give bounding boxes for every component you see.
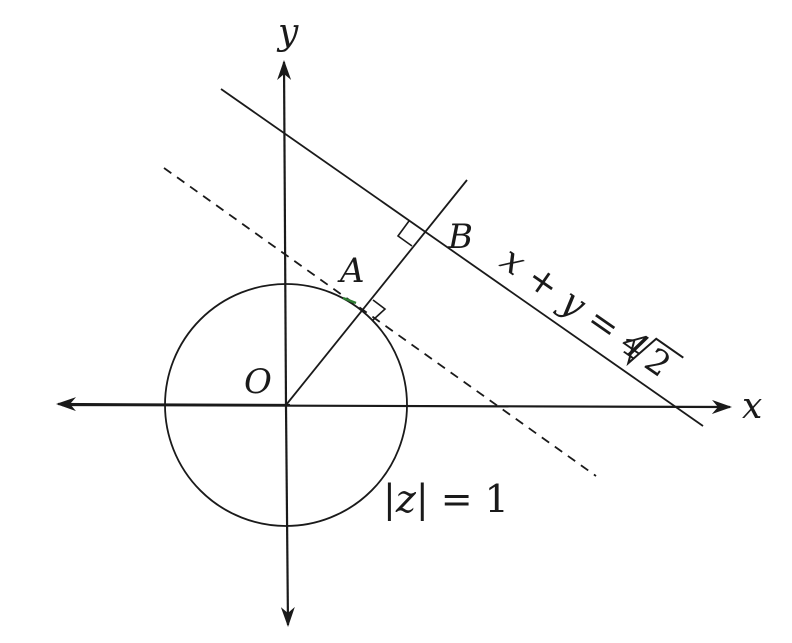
- y-axis: [277, 60, 292, 407]
- unit-circle: [164, 283, 408, 527]
- y-axis-label: y: [276, 12, 299, 53]
- circle-equation-variable: z: [395, 477, 417, 521]
- x-axis-negative-arrow: [56, 397, 291, 412]
- circle-equation-rest: = 1: [429, 477, 509, 521]
- line-x-plus-y: [220, 88, 704, 427]
- right-angle-mark-b: [396, 220, 413, 247]
- x-axis-label: x: [742, 386, 762, 427]
- circle-equation-label: |z| = 1: [383, 477, 509, 521]
- tangent-dashed-line: [163, 167, 597, 477]
- y-axis-negative-arrow: [280, 405, 295, 627]
- point-b-label: B: [447, 217, 473, 257]
- right-angle-mark-a: [372, 299, 387, 321]
- point-a-label: A: [337, 251, 365, 291]
- sqrt-sign: [626, 337, 684, 367]
- perpendicular-line: [285, 179, 468, 406]
- line-equation-label: x + y = 4 2: [493, 239, 684, 385]
- origin-label: O: [244, 362, 272, 402]
- tangent-point-mark: [342, 296, 357, 305]
